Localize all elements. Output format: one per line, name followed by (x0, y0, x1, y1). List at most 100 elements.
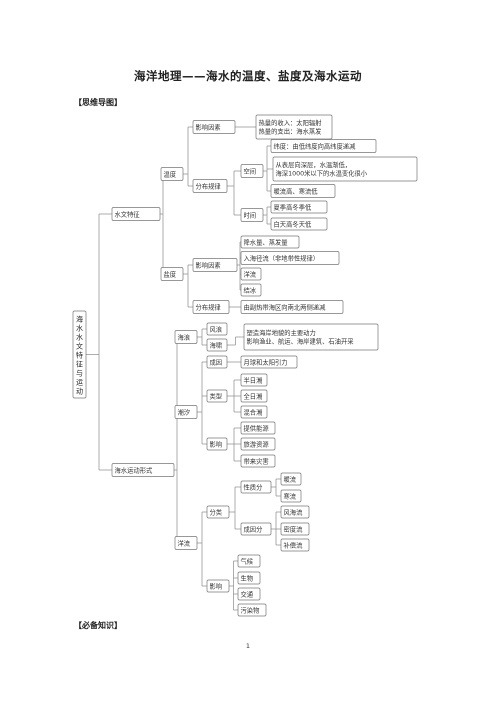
mindmap-node-text: 结冰 (244, 285, 257, 294)
mindmap-node: 影响因素 (192, 258, 238, 272)
mindmap-node-text: 暖流高、寒流低 (274, 186, 319, 195)
mindmap-node: 类型 (206, 389, 228, 403)
mindmap-node: 塑造海岸地貌的主要动力影响渔业、航运、海岸建筑、石油开采 (243, 323, 379, 351)
mindmap-node: 影响 (206, 437, 228, 451)
mindmap-node: 气候 (237, 554, 261, 568)
mindmap-node: 热量的收入：太阳辐射热量的支出：海水蒸发 (255, 114, 333, 140)
mindmap-node-text: 海啸 (210, 340, 223, 349)
mindmap-node-text: 半日潮 (244, 375, 263, 384)
mindmap-node: 月球和太阳引力 (240, 355, 298, 369)
mindmap-node-text: 夏季高冬季低 (274, 202, 312, 211)
mindmap-node-text: 塑造海岸地貌的主要动力影响渔业、航运、海岸建筑、石油开采 (247, 328, 355, 346)
mindmap-node: 盐度 (160, 267, 184, 281)
mindmap-node-text: 生物 (241, 573, 254, 582)
mindmap-node-text: 影响 (210, 581, 223, 590)
mindmap-node-text: 分类 (210, 507, 223, 516)
mindmap-node-text: 降水量、蒸发量 (244, 237, 289, 246)
mindmap-node-text: 潮汐 (178, 407, 191, 416)
mindmap-node: 降水量、蒸发量 (240, 235, 300, 249)
mindmap-node: 性质分 (240, 480, 272, 494)
mindmap-node: 由副热带海区向南北两侧递减 (240, 300, 344, 314)
mindmap-node: 半日潮 (240, 373, 268, 387)
mindmap-node-text: 旅游资源 (244, 439, 270, 448)
mindmap-node: 暖流高、寒流低 (270, 184, 336, 198)
mindmap-node-text: 月球和太阳引力 (244, 357, 288, 366)
mindmap-node-text: 水文特征 (115, 209, 141, 218)
page-title: 海洋地理——海水的温度、盐度及海水运动 (134, 69, 362, 83)
mindmap-node: 污染物 (237, 603, 267, 617)
mindmap-node: 海啸 (206, 338, 228, 352)
mindmap-node: 影响 (206, 579, 230, 593)
mindmap-node-text: 补偿流 (284, 540, 304, 549)
mindmap-node-text: 混合潮 (244, 407, 263, 416)
mindmap-node-text: 洋流 (244, 269, 257, 278)
mindmap-node: 纬度：由低纬度向高纬度递减 (270, 139, 377, 153)
mindmap-node-text: 暖流 (284, 474, 297, 483)
mindmap-node: 影响因素 (192, 120, 236, 134)
mindmap-node-text: 空间 (244, 166, 257, 175)
mindmap-node: 暖流 (280, 472, 302, 486)
mindmap-node: 提供能源 (240, 421, 276, 435)
mindmap-node-text: 风海流 (284, 507, 304, 516)
mindmap-node: 分布规律 (192, 179, 228, 193)
mindmap-root: 海水水文特征与运动 (72, 310, 87, 399)
mindmap-node: 从表层向深层，水温渐低，海深1000米以下的水温变化很小 (272, 156, 418, 182)
mindmap-node-text: 海水运动形式 (115, 465, 153, 474)
mindmap-node: 海浪 (174, 330, 198, 344)
mindmap-node-text: 带来灾害 (244, 456, 269, 465)
mindmap-node-text: 从表层向深层，水温渐低，海深1000米以下的水温变化很小 (276, 160, 368, 178)
mindmap-node: 风浪 (206, 322, 228, 336)
mindmap-node-text: 影响因素 (196, 122, 221, 131)
mindmap-node-text: 成因分 (244, 524, 264, 533)
mindmap-node: 洋流 (174, 536, 198, 550)
mindmap-node: 混合潮 (240, 405, 268, 419)
mindmap-node: 潮汐 (174, 405, 198, 419)
mindmap-node-text: 分布规律 (196, 302, 222, 311)
mindmap-node: 空间 (240, 164, 264, 178)
mindmap-node: 夏季高冬季低 (270, 200, 328, 214)
mindmap-node: 白天高冬天低 (270, 217, 328, 231)
mindmap-node-text: 温度 (164, 169, 177, 178)
mindmap-node-text: 性质分 (244, 482, 264, 491)
mindmap-node-text: 由副热带海区向南北两侧递减 (244, 302, 327, 311)
mindmap-node: 温度 (160, 167, 184, 181)
page-number: 1 (245, 642, 251, 650)
mindmap-node: 带来灾害 (240, 454, 276, 468)
mindmap-node: 分布规律 (192, 300, 230, 314)
mindmap-node-text: 热量的收入：太阳辐射热量的支出：海水蒸发 (259, 118, 323, 136)
mindmap-node: 洋流 (240, 267, 262, 281)
mindmap-node-text: 洋流 (178, 538, 191, 547)
mindmap-node-text: 密度流 (284, 524, 304, 533)
mindmap-node-text: 风浪 (210, 324, 223, 333)
mindmap-node-text: 类型 (210, 391, 223, 400)
mindmap-node-text: 盐度 (164, 269, 177, 278)
mindmap-node-text: 成因 (210, 357, 223, 366)
mindmap-node-text: 白天高冬天低 (274, 219, 312, 228)
mindmap-node: 生物 (237, 571, 261, 585)
mindmap-node: 全日潮 (240, 389, 268, 403)
mindmap-root-text: 海水水文特征与运动 (76, 314, 83, 395)
mindmap-node: 海水运动形式 (111, 463, 175, 477)
mindmap-node-text: 时间 (244, 210, 257, 219)
mindmap-node: 时间 (240, 208, 264, 222)
mindmap-node-text: 提供能源 (244, 423, 270, 432)
mindmap-node-text: 全日潮 (244, 391, 263, 400)
mindmap-node-text: 入海径流（非地带性规律） (244, 253, 320, 262)
mindmap-node: 寒流 (280, 489, 302, 503)
mindmap-node-text: 纬度：由低纬度向高纬度递减 (274, 141, 357, 150)
section-heading-mindmap: 【思维导图】 (74, 98, 122, 107)
mindmap-node: 水文特征 (111, 207, 161, 221)
mindmap-node: 补偿流 (280, 538, 310, 552)
mindmap-node: 交通 (237, 587, 261, 601)
mindmap-node: 旅游资源 (240, 437, 276, 451)
mindmap-node-text: 海浪 (178, 332, 191, 341)
mindmap-node-text: 污染物 (241, 605, 260, 614)
mindmap-node: 风海流 (280, 505, 310, 519)
mindmap-node: 分类 (206, 505, 230, 519)
mindmap-node: 入海径流（非地带性规律） (240, 251, 340, 265)
mindmap-node-text: 分布规律 (196, 181, 222, 190)
mindmap-node: 成因 (206, 355, 228, 369)
mindmap-node: 密度流 (280, 522, 310, 536)
